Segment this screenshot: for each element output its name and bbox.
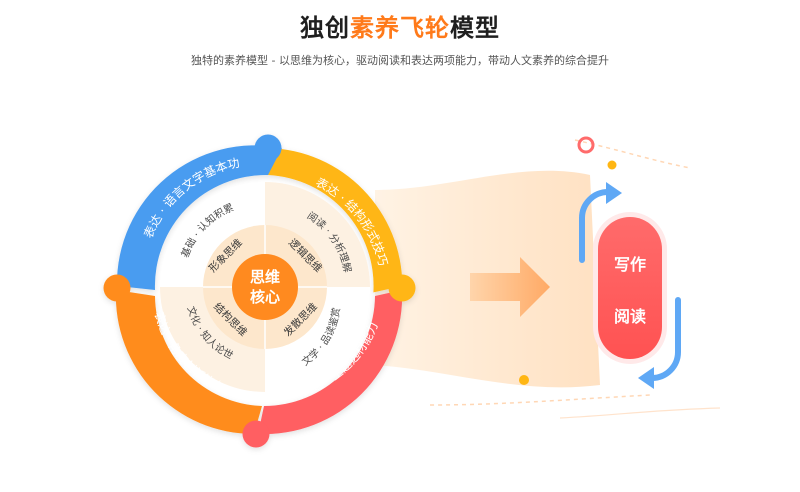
core-line2: 核心 [250, 288, 280, 306]
output-writing: 写作 [614, 255, 646, 274]
title-highlight: 素养飞轮 [350, 14, 450, 42]
decorative-dot [607, 160, 617, 170]
title-part2: 模型 [450, 14, 500, 42]
outer-arc-structure [268, 148, 403, 293]
outer-ring [103, 134, 416, 448]
cycle-arrowhead-bottom-icon [638, 367, 654, 389]
page-title: 独创素养飞轮模型 [0, 8, 800, 43]
cycle-arrowhead-top-icon [606, 182, 622, 204]
output-pill [598, 217, 662, 359]
cycle-arrow-top [579, 189, 611, 263]
core-line1: 思维 [250, 268, 280, 286]
cycle-arrow-bottom [649, 297, 681, 381]
title-part1: 独创 [300, 14, 350, 42]
outer-arc-theme [258, 290, 403, 435]
outer-arc-angle [115, 290, 262, 435]
core-circle: 思维 核心 [232, 254, 298, 320]
decorative-ring-dot [577, 136, 595, 154]
outer-arc-language [116, 145, 282, 290]
flow-beam [375, 139, 721, 419]
output-cycle: 写作 阅读 [579, 182, 681, 389]
page-subtitle: 独特的素养模型 - 以思维为核心，驱动阅读和表达两项能力，带动人文素养的综合提升 [191, 54, 609, 67]
output-reading: 阅读 [614, 307, 646, 326]
arrow-right-icon [470, 257, 550, 317]
decorative-dot [519, 375, 529, 385]
